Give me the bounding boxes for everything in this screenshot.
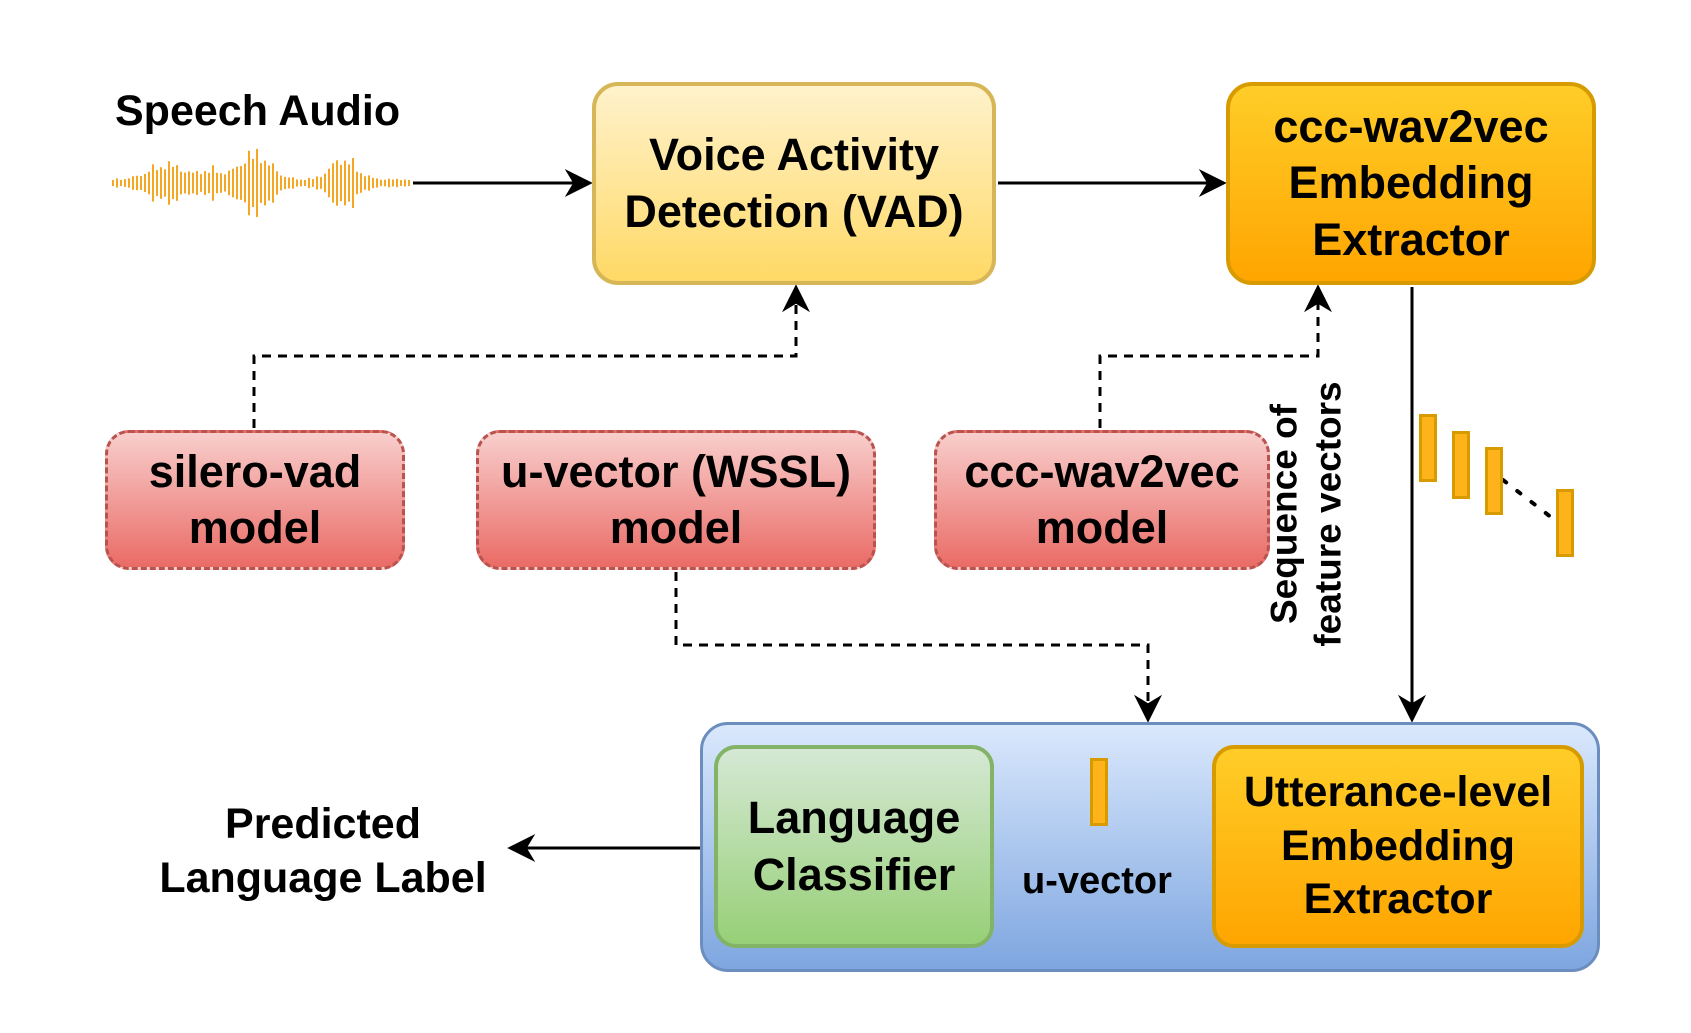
speech-audio-text: Speech Audio xyxy=(115,87,401,135)
vad-box: Voice Activity Detection (VAD) xyxy=(592,82,996,285)
feature-vector-2 xyxy=(1452,431,1470,499)
dashed-silero-to-vad xyxy=(252,284,810,428)
silero-model-line2: model xyxy=(188,502,322,553)
ccc-wav2vec-model-box: ccc-wav2vec model xyxy=(934,430,1270,570)
sequence-feature-vectors-label: Sequence of feature vectors xyxy=(1263,364,1348,664)
feature-vector-3 xyxy=(1485,447,1503,515)
uvector-label: u-vector xyxy=(1022,858,1172,906)
sequence-label-line2: feature vectors xyxy=(1307,381,1349,647)
dashed-uvector-model-to-group xyxy=(674,572,1162,723)
silero-model-line1: silero-vad xyxy=(148,445,362,497)
predicted-line1: Predicted xyxy=(225,800,421,848)
classifier-line1: Language xyxy=(747,792,961,844)
ccc-extractor-line2: Embedding xyxy=(1288,157,1534,209)
uvector-wssl-model-box: u-vector (WSSL) model xyxy=(476,430,876,570)
utterance-level-extractor-box: Utterance-level Embedding Extractor xyxy=(1212,745,1584,948)
sequence-label-line1: Sequence of xyxy=(1263,404,1305,625)
feature-vector-n xyxy=(1556,489,1574,557)
ccc-extractor-line1: ccc-wav2vec xyxy=(1273,101,1549,153)
ccc-model-line1: ccc-wav2vec xyxy=(964,445,1240,497)
predicted-language-label: Predicted Language Label xyxy=(138,798,508,906)
uvector-bar xyxy=(1090,758,1108,826)
uvector-model-line2: model xyxy=(609,502,743,553)
predicted-line2: Language Label xyxy=(159,853,487,902)
ccc-wav2vec-extractor-box: ccc-wav2vec Embedding Extractor xyxy=(1226,82,1596,285)
classifier-line2: Classifier xyxy=(752,848,956,900)
vad-box-line1: Voice Activity xyxy=(648,129,940,181)
ccc-extractor-line3: Extractor xyxy=(1312,213,1510,265)
silero-vad-model-box: silero-vad model xyxy=(105,430,405,570)
language-classifier-box: Language Classifier xyxy=(714,745,994,948)
utterance-line2: Embedding xyxy=(1280,821,1516,870)
ccc-model-line2: model xyxy=(1035,502,1169,553)
dashed-ccc-model-to-extractor xyxy=(1098,284,1332,428)
uvector-label-text: u-vector xyxy=(1022,860,1172,902)
speech-audio-label: Speech Audio xyxy=(115,85,400,139)
feature-vector-ellipsis xyxy=(1501,478,1558,523)
utterance-line3: Extractor xyxy=(1303,875,1493,924)
uvector-model-line1: u-vector (WSSL) xyxy=(500,445,851,497)
utterance-line1: Utterance-level xyxy=(1243,767,1553,816)
feature-vector-1 xyxy=(1419,414,1437,482)
speech-waveform-icon xyxy=(112,148,410,218)
vad-box-line2: Detection (VAD) xyxy=(624,185,964,237)
